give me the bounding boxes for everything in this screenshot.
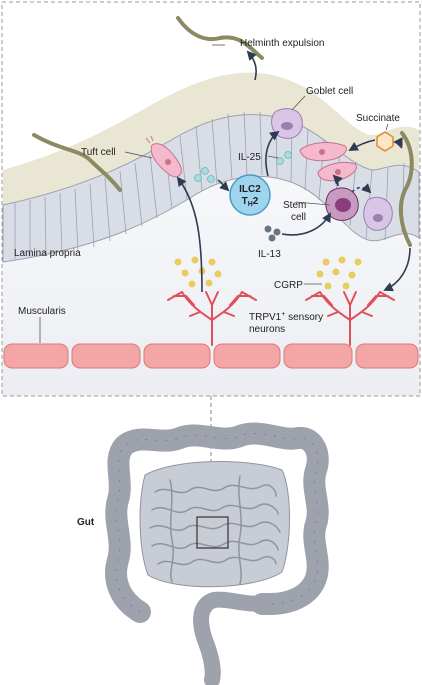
arrow-ilc2-to-goblet <box>265 130 280 177</box>
large-intestine <box>105 422 329 623</box>
label-cgrp: CGRP <box>274 280 303 291</box>
label-neurons: neurons <box>249 324 285 335</box>
helminth-worms <box>32 16 414 247</box>
il25-molecules <box>194 151 292 183</box>
worm-top <box>176 16 264 60</box>
worm-left <box>32 133 122 192</box>
worm-right <box>398 131 414 247</box>
il13-molecules <box>264 225 281 242</box>
arrow-worm-to-succinate <box>393 137 403 149</box>
trpv1-neuron-left <box>167 291 257 346</box>
ilc2-label: ILC2 <box>239 184 261 195</box>
zoom-region-box <box>196 516 229 549</box>
label-goblet-cell: Goblet cell <box>306 86 353 97</box>
tuft-cell-right-1 <box>299 142 347 162</box>
label-helminth-expulsion: Helminth expulsion <box>240 38 325 49</box>
label-stem-cell-2: cell <box>291 212 306 223</box>
cgrp-dots-right <box>316 256 362 290</box>
arrow-helminth-expulsion <box>246 50 257 81</box>
gut-illustration <box>105 422 329 685</box>
arrow-il25-to-ilc2 <box>217 179 230 192</box>
label-trpv1-neurons: TRPV1+ sensory <box>249 311 323 323</box>
label-gut: Gut <box>77 517 95 528</box>
label-succinate: Succinate <box>356 113 400 124</box>
tuft-cell-right-2 <box>317 161 357 182</box>
trpv1-neuron-right <box>305 291 395 346</box>
arrow-neuron-to-tuft <box>176 176 203 293</box>
arrow-succinate-to-tuft <box>348 139 376 151</box>
th2-label: TH2 <box>242 196 259 208</box>
arrow-stem-to-tuft <box>332 174 343 187</box>
muscularis-cells <box>3 343 419 369</box>
rectum <box>193 591 270 685</box>
label-stem-cell-1: Stem <box>283 200 306 211</box>
stem-cell <box>325 187 359 221</box>
label-leader-lines <box>124 44 389 285</box>
small-intestine <box>139 461 290 588</box>
label-il13: IL-13 <box>258 249 281 260</box>
small-intestine-coils <box>149 475 281 585</box>
lumen <box>3 3 419 170</box>
ilc2-th2-cell <box>229 174 271 216</box>
label-il25: IL-25 <box>238 152 261 163</box>
succinate-icon <box>376 131 394 152</box>
signaling-arrows <box>176 50 411 293</box>
arrow-stem-to-goblet <box>351 183 372 194</box>
arrow-il13-to-stem <box>281 212 331 236</box>
tuft-cell-left <box>145 135 182 178</box>
mucus-layer <box>3 72 419 205</box>
goblet-cell-right <box>363 196 393 231</box>
cgrp-dots-left <box>174 256 222 288</box>
arrow-worm-to-neuron <box>383 247 411 292</box>
label-lamina-propria: Lamina propria <box>14 248 81 259</box>
label-tuft-cell: Tuft cell <box>81 147 116 158</box>
label-muscularis: Muscularis <box>18 306 66 317</box>
